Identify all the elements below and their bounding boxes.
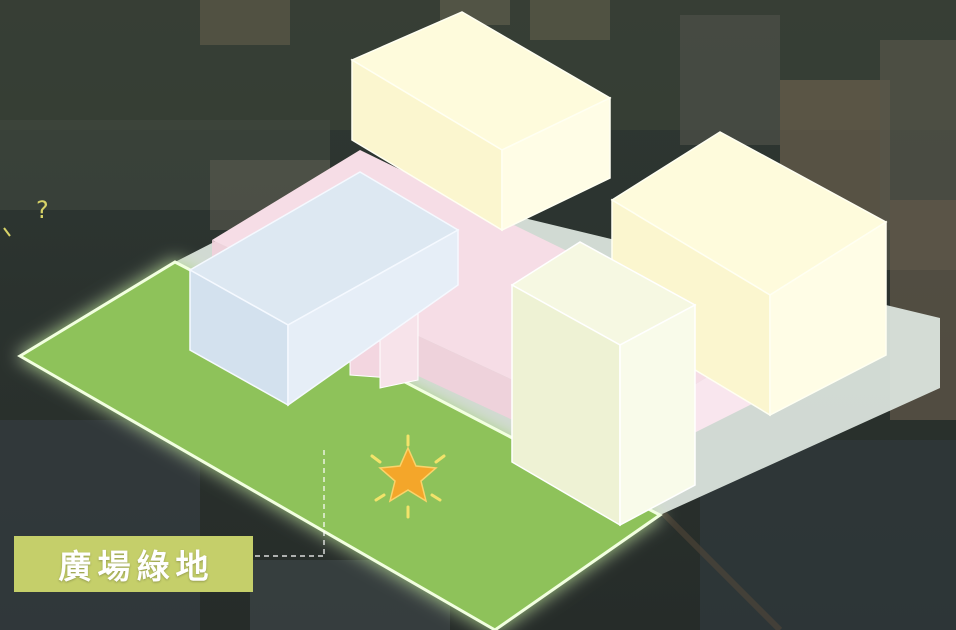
green-space-label-text: 廣場綠地 [58, 547, 215, 586]
yellow-tower-north [350, 11, 612, 232]
leader-line [255, 450, 325, 557]
question-mark-annotation: ? [36, 196, 49, 224]
green-space [17, 260, 663, 630]
green-space-label: 廣場綠地 [14, 536, 253, 592]
star-icon [370, 434, 446, 519]
lime-tower [510, 241, 697, 527]
blue-building [188, 171, 460, 407]
annotation-tick [3, 227, 11, 237]
